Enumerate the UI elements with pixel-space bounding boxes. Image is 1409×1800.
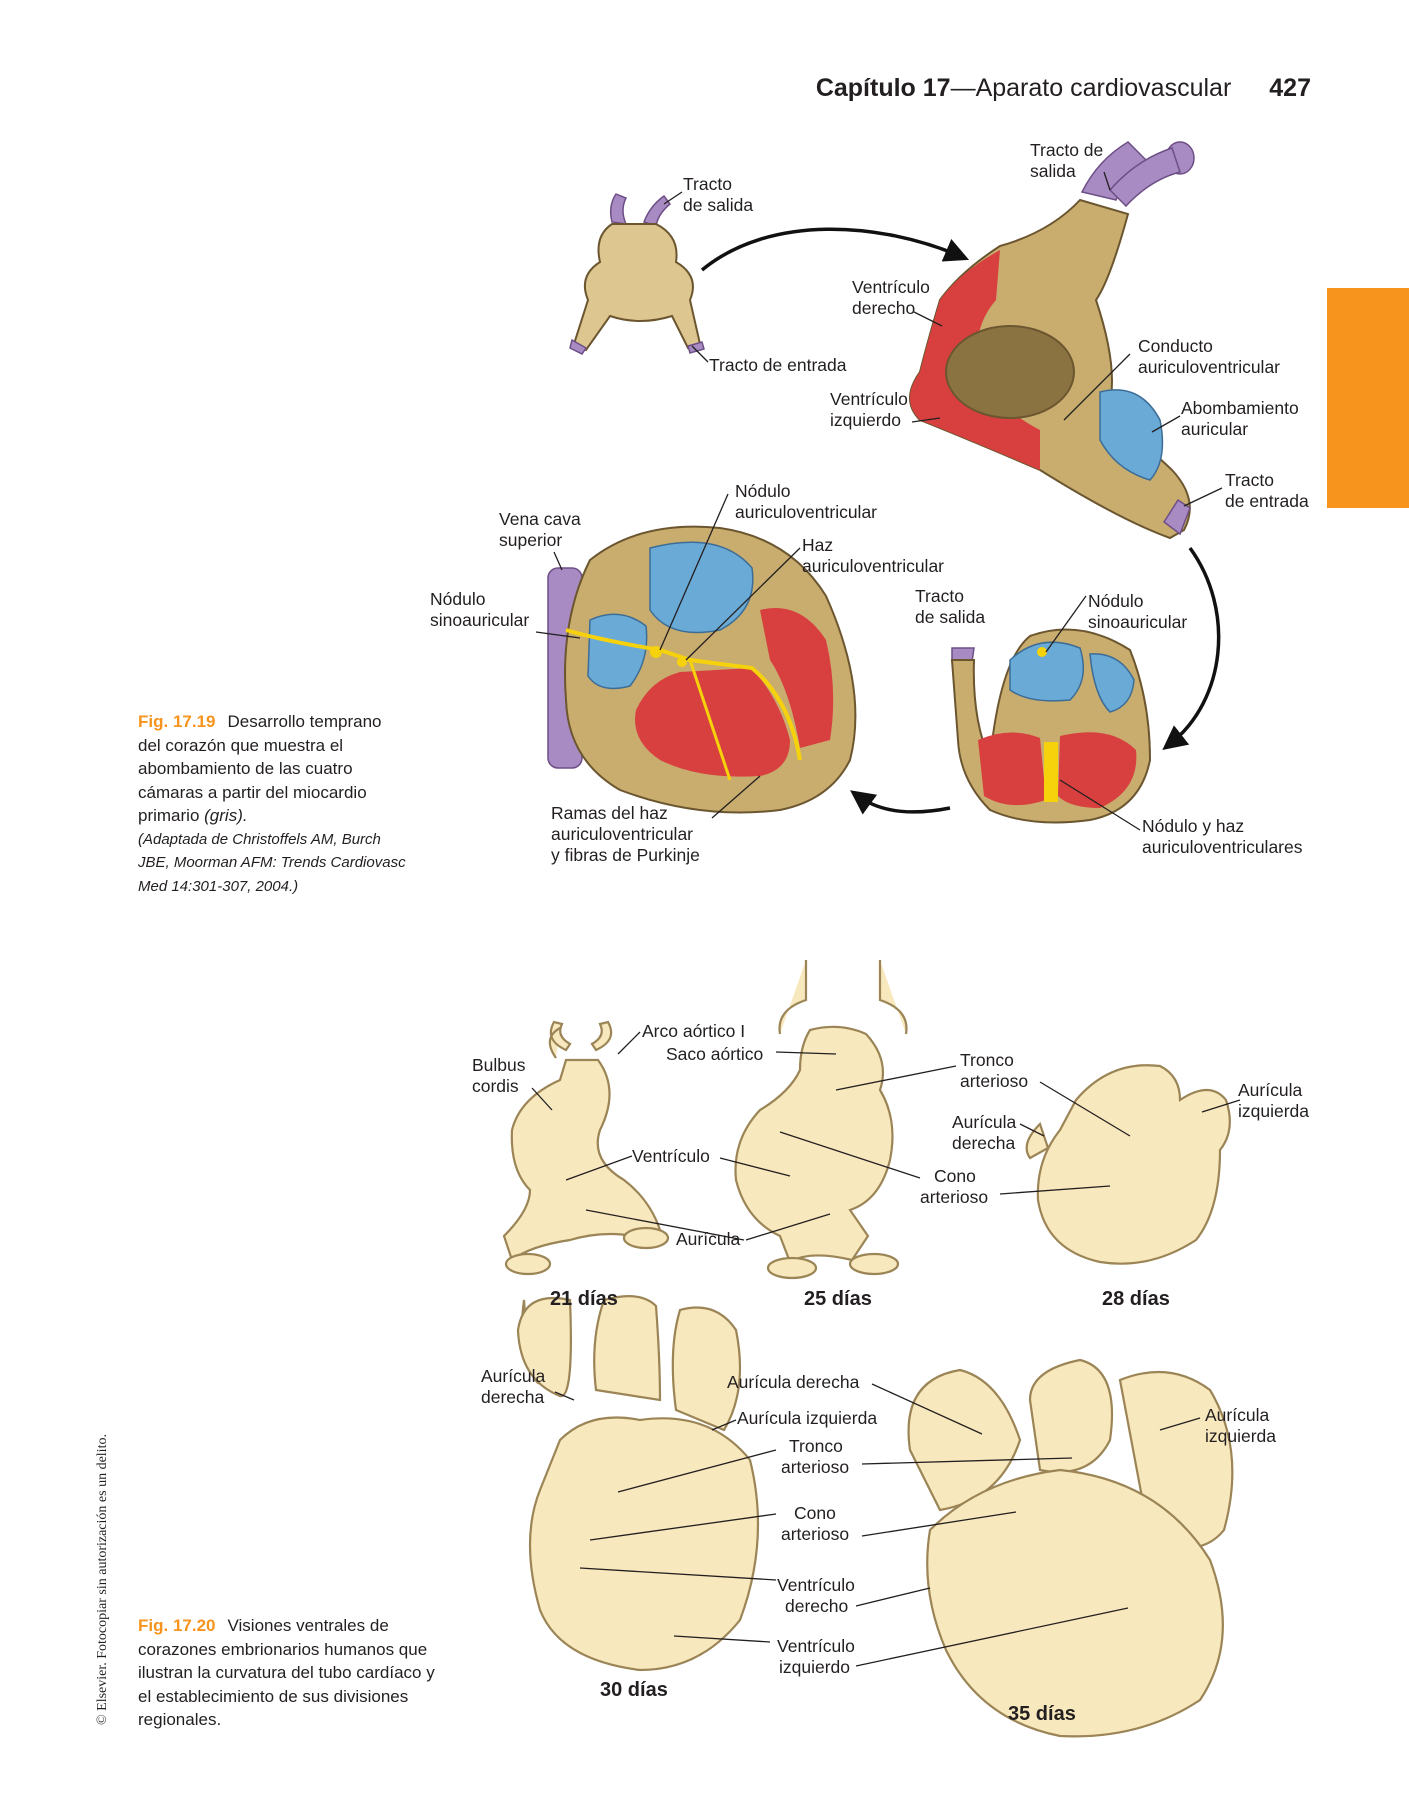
day-label-21: 21 días [550,1288,618,1310]
svg-text:de entrada: de entrada [1225,491,1309,511]
fig-17-19-text: Desarrollo temprano del corazón que mues… [138,712,382,825]
svg-text:arterioso: arterioso [920,1187,988,1207]
label-ventriculo-derecho: Ventrículo [777,1575,855,1595]
label-ramas-haz: Ramas del haz [551,803,668,823]
label-abombamiento: Abombamiento [1181,398,1299,418]
svg-text:arterioso: arterioso [960,1071,1028,1091]
label-ventriculo-izquierdo: Ventrículo [830,389,908,409]
day-label-30: 30 días [600,1679,668,1701]
fig-17-19-gris: (gris). [204,806,248,825]
label-nodulo-sa-b: Nódulo [1088,591,1143,611]
label-nodulo-haz: Nódulo y haz [1142,816,1244,836]
fig-17-19-source: (Adaptada de Christoffels AM, Burch JBE,… [138,830,406,895]
svg-text:salida: salida [1030,161,1076,181]
chapter-number: Capítulo 17 [815,74,951,102]
label-auricula-izquierda-c: Aurícula izquierda [737,1408,877,1428]
svg-text:izquierdo: izquierdo [779,1657,850,1677]
svg-text:arterioso: arterioso [781,1524,849,1544]
embryo-heart-21-days [502,1020,670,1276]
thumb-index-tab [1327,288,1409,508]
svg-text:derecha: derecha [952,1133,1016,1153]
embryo-heart-28-days [1025,1064,1231,1265]
label-ventriculo-derecho: Ventrículo [852,277,930,297]
label-cono-arterioso-b: Cono [794,1503,836,1523]
svg-text:sinoauricular: sinoauricular [1088,612,1187,632]
label-cono-arterioso-a: Cono [934,1166,976,1186]
day-label-25: 25 días [804,1288,872,1310]
label-tracto-salida-a: Tracto [683,174,732,194]
svg-text:izquierda: izquierda [1205,1426,1276,1446]
embryo-heart-35-days [907,1358,1234,1738]
label-tracto-entrada-a: Tracto de entrada [709,355,847,375]
fig19-leader-lines [535,171,1223,831]
embryo-heart-30-days [516,1295,760,1672]
day-label-35: 35 días [1008,1703,1076,1725]
mature-heart-section-stage4 [547,525,857,814]
svg-text:derecho: derecho [785,1596,848,1616]
label-arco-aortico: Arco aórtico I [642,1021,745,1041]
label-auricula-derecha-b: Aurícula [481,1366,545,1386]
heart-tube-stage1 [569,193,705,355]
svg-text:auricular: auricular [1181,419,1248,439]
fig20-labels: Arco aórtico I Saco aórtico Bulbus cordi… [472,1021,1309,1725]
svg-text:auriculoventricular: auriculoventricular [551,824,693,844]
embryo-heart-25-days [734,960,908,1280]
copyright-side-note: © Elsevier. Fotocopiar sin autorización … [95,1434,110,1725]
label-auricula-izquierda-d: Aurícula [1205,1405,1269,1425]
page-number: 427 [1269,74,1311,102]
label-tracto-salida-b: Tracto de [1030,140,1103,160]
svg-text:auriculoventricular: auriculoventricular [802,556,944,576]
looped-heart-stage2 [909,141,1195,540]
label-saco-aortico: Saco aórtico [666,1044,763,1064]
svg-text:de salida: de salida [915,607,985,627]
label-auricula: Aurícula [676,1229,740,1249]
svg-text:derecho: derecho [852,298,915,318]
svg-text:derecha: derecha [481,1387,545,1407]
label-bulbus-cordis: Bulbus [472,1055,526,1075]
label-nodulo-sa-a: Nódulo [430,589,485,609]
label-haz-av: Haz [802,535,833,555]
label-nodulo-av: Nódulo [735,481,790,501]
four-chamber-section-stage3 [950,628,1152,824]
svg-text:y fibras de Purkinje: y fibras de Purkinje [551,845,700,865]
label-conducto-av: Conducto [1138,336,1213,356]
label-tracto-salida-c: Tracto [915,586,964,606]
fig19-labels: Tracto de salida Tracto de entrada Tract… [430,140,1309,865]
fig-17-20-text: Visiones ventrales de corazones embriona… [138,1616,435,1729]
svg-text:cordis: cordis [472,1076,519,1096]
label-auricula-izquierda-a: Aurícula [1238,1080,1302,1100]
label-tronco-arterioso-a: Tronco [960,1050,1014,1070]
svg-text:auriculoventricular: auriculoventricular [1138,357,1280,377]
svg-text:auriculoventriculares: auriculoventriculares [1142,837,1303,857]
label-vena-cava: Vena cava [499,509,581,529]
svg-text:auriculoventricular: auriculoventricular [735,502,877,522]
svg-text:de salida: de salida [683,195,753,215]
svg-text:izquierdo: izquierdo [830,410,901,430]
label-tracto-entrada-b: Tracto [1225,470,1274,490]
label-auricula-derecha-a: Aurícula [952,1112,1016,1132]
fig20-leader-lines [531,1031,1241,1667]
day-label-28: 28 días [1102,1288,1170,1310]
fig-17-19-number: Fig. 17.19 [138,712,216,731]
svg-text:izquierda: izquierda [1238,1101,1309,1121]
label-tronco-arterioso-b: Tronco [789,1436,843,1456]
label-ventriculo: Ventrículo [632,1146,710,1166]
svg-text:sinoauricular: sinoauricular [430,610,529,630]
fig-17-20-number: Fig. 17.20 [138,1616,216,1635]
chapter-title: —Aparato cardiovascular [950,74,1232,102]
label-ventriculo-izquierdo: Ventrículo [777,1636,855,1656]
svg-text:superior: superior [499,530,562,550]
running-header: Capítulo 17—Aparato cardiovascular 427 [611,74,1311,103]
label-auricula-derecha-c: Aurícula derecha [727,1372,860,1392]
svg-text:arterioso: arterioso [781,1457,849,1477]
